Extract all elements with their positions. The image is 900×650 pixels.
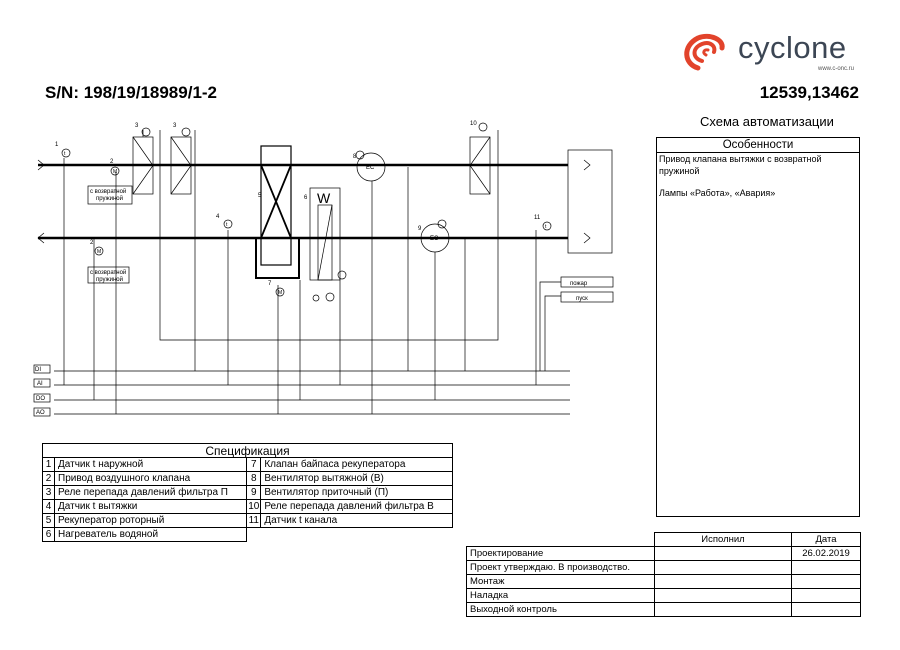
scheme-title: Схема автоматизации <box>700 114 834 129</box>
tag-4: 4 <box>216 214 220 220</box>
spring-label-1: с возвратной <box>90 188 126 195</box>
sensor-t-11: t <box>545 224 547 230</box>
tag-3: 3 <box>135 123 139 129</box>
bus-label-do: DO <box>36 396 45 402</box>
heater-label: W <box>317 190 331 206</box>
tag-10: 10 <box>470 121 477 127</box>
fan-supply-label: EC <box>430 236 439 242</box>
bus-label-di: DI <box>35 367 41 373</box>
tag-9: 9 <box>418 226 422 232</box>
spring-label-2: пружиной <box>96 195 123 202</box>
sensor-t-4: t <box>226 222 228 228</box>
fire-label: пожар <box>570 281 588 287</box>
sensor-m-7: M <box>278 290 282 296</box>
tag-2b: 2 <box>90 240 94 246</box>
tag-8: 8 <box>353 154 357 160</box>
spring-label-3: с возвратной <box>90 269 126 276</box>
tag-11: 11 <box>534 215 541 221</box>
brand-name: cyclone <box>738 30 847 65</box>
signoff-table: Исполнил Дата Проектирование 26.02.2019 … <box>466 532 861 617</box>
col-performer: Исполнил <box>654 532 792 547</box>
serial-number: S/N: 198/19/18989/1-2 <box>45 83 218 102</box>
features-title: Особенности <box>657 138 859 153</box>
table-row: Выходной контроль <box>466 602 861 617</box>
features-panel: Особенности Привод клапана вытяжки с воз… <box>656 137 860 517</box>
spring-label-4: пружиной <box>96 276 123 283</box>
feature-line: Привод клапана вытяжки с возвратной <box>659 154 822 164</box>
tag-3b: 3 <box>173 123 177 129</box>
start-label: пуск <box>576 296 588 302</box>
automation-diagram: DI AI DO AO с возвратной пружиной с возв… <box>33 121 614 417</box>
table-row: Проект утверждаю. В производство. <box>466 560 861 575</box>
table-row: Наладка <box>466 588 861 603</box>
spec-title: Спецификация <box>42 443 453 458</box>
sensor-m-2b: M <box>97 249 101 255</box>
order-number: 12539,13462 <box>759 83 859 102</box>
cyclone-logo-swirl <box>684 33 725 71</box>
sensor-t-1: t <box>64 151 66 157</box>
tag-2: 2 <box>110 159 114 165</box>
table-row: Монтаж <box>466 574 861 589</box>
col-date: Дата <box>791 532 861 547</box>
table-row: Проектирование 26.02.2019 <box>466 546 861 561</box>
tag-5: 5 <box>258 193 262 199</box>
tag-7: 7 <box>268 281 272 287</box>
sensor-m-2: M <box>113 169 117 175</box>
tag-1: 1 <box>55 142 59 148</box>
bus-label-ai: AI <box>37 381 43 387</box>
feature-line: Лампы «Работа», «Авария» <box>659 188 776 198</box>
feature-line: пружиной <box>659 166 700 176</box>
brand-url: www.c-onc.ru <box>818 66 855 72</box>
fan-exhaust-label: EC <box>366 165 375 171</box>
bus-label-ao: AO <box>36 410 45 416</box>
tag-6: 6 <box>304 195 308 201</box>
